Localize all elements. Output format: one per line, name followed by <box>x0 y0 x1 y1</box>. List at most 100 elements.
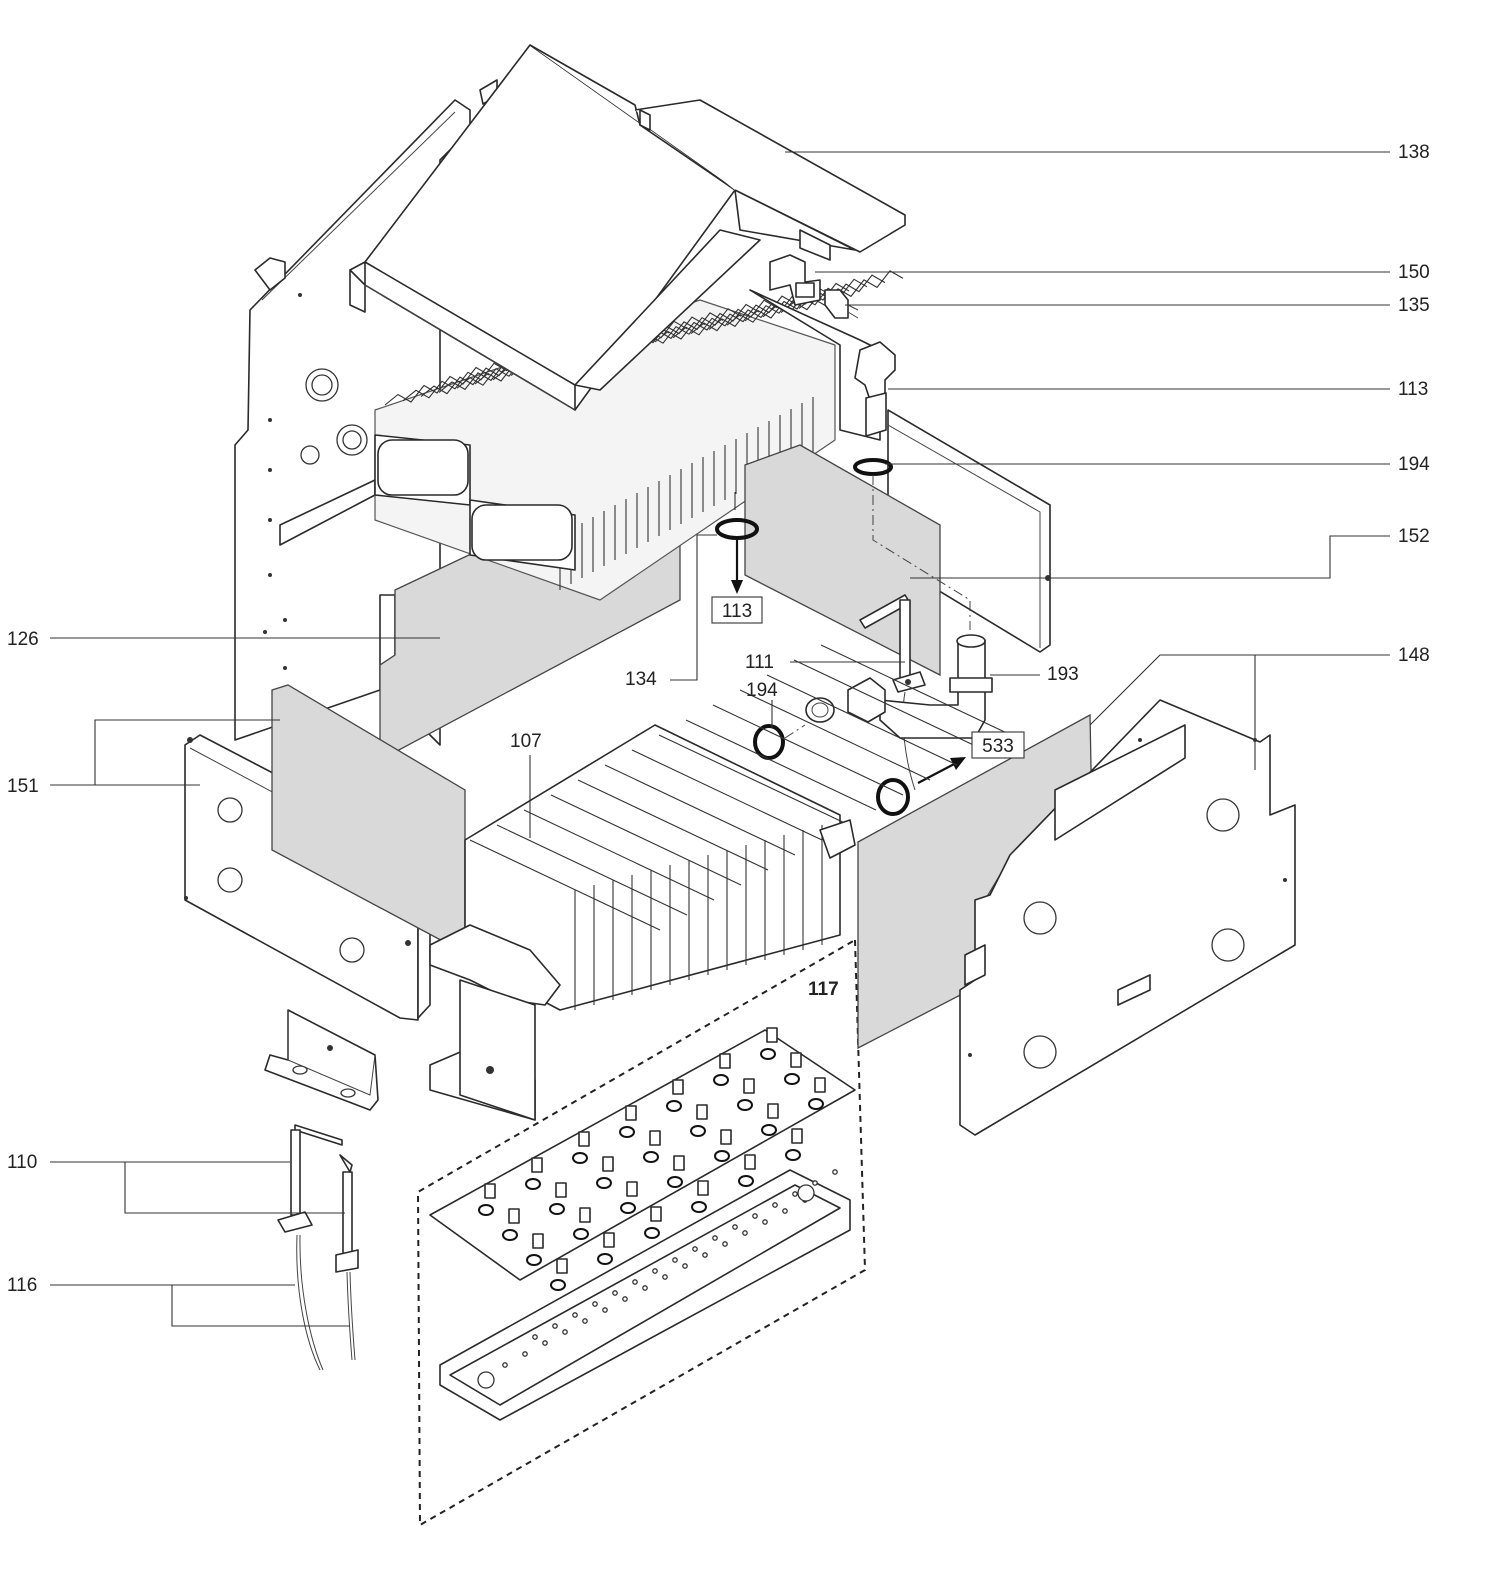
nozzle-seal <box>667 1176 683 1188</box>
nozzle-seal <box>526 1254 542 1266</box>
gasket-194-lower <box>753 724 785 760</box>
fin-row <box>523 809 715 901</box>
burner-hole <box>602 1307 608 1313</box>
nozzle-seal <box>573 1228 589 1240</box>
nozzle <box>719 1053 731 1069</box>
nozzle-seal <box>714 1150 730 1162</box>
callout-151: 151 <box>7 776 39 797</box>
nozzle <box>508 1208 520 1224</box>
nozzle <box>791 1128 803 1144</box>
burner-hole <box>662 1274 668 1280</box>
callout-193: 193 <box>1047 664 1079 685</box>
nozzle <box>603 1232 615 1248</box>
burner-hole <box>792 1191 798 1197</box>
nozzle <box>697 1180 709 1196</box>
nozzle <box>767 1103 779 1119</box>
burner-hole <box>612 1290 618 1296</box>
electrode-111 <box>859 594 926 791</box>
burner-hole <box>572 1312 578 1318</box>
mounting-bracket <box>264 1009 379 1111</box>
nozzle <box>602 1156 614 1172</box>
sensor-bracket-150 <box>769 254 821 306</box>
burner-hole <box>532 1334 538 1340</box>
fin-row <box>604 764 796 856</box>
nozzle-seal <box>502 1229 518 1241</box>
nozzle <box>673 1155 685 1171</box>
frame-rivets <box>263 293 302 670</box>
burner-hole <box>692 1246 698 1252</box>
burner-hole <box>632 1279 638 1285</box>
burner-hole <box>762 1219 768 1225</box>
electrode-pair-110 <box>277 1124 359 1273</box>
ref-box-533 <box>971 731 1025 759</box>
nozzle <box>579 1207 591 1223</box>
burner-hole <box>582 1318 588 1324</box>
nozzle-seal <box>761 1124 777 1136</box>
nozzle-seal <box>620 1202 636 1214</box>
burner-hole <box>712 1235 718 1241</box>
leader-lines <box>50 151 1390 1327</box>
sensor-135 <box>824 289 859 319</box>
fin-row <box>469 839 661 931</box>
fin-wave <box>654 303 760 343</box>
gasket-134 <box>715 518 759 540</box>
nozzle-seal <box>713 1074 729 1086</box>
right-insulation-152 <box>744 444 941 677</box>
burner-hole <box>592 1301 598 1307</box>
fin-row <box>685 719 877 811</box>
callout-110: 110 <box>7 1152 37 1173</box>
callout-126: 126 <box>7 629 39 650</box>
burner-hole <box>732 1224 738 1230</box>
nozzle <box>672 1079 684 1095</box>
nozzle-seal <box>596 1177 612 1189</box>
burner-hole <box>622 1296 628 1302</box>
callout-labels: 138 150 135 113 194 152 148 126 151 134 … <box>7 142 1430 1296</box>
nozzle-plate <box>429 1027 856 1291</box>
nozzle-seal <box>597 1253 613 1265</box>
right-side-frame-148 <box>959 699 1296 1136</box>
gasket-lower-right <box>876 778 910 816</box>
nozzle-seal <box>525 1178 541 1190</box>
ref-box-113 <box>711 596 763 624</box>
nozzle <box>696 1104 708 1120</box>
gasket-194-upper <box>853 458 893 476</box>
fin-row <box>712 704 904 796</box>
callout-135: 135 <box>1398 295 1430 316</box>
lower-heat-exchanger-107 <box>429 644 1012 1121</box>
callout-194-lower: 194 <box>746 680 778 701</box>
nozzle <box>625 1105 637 1121</box>
nozzle-seal <box>784 1073 800 1085</box>
burner-hole <box>502 1362 508 1368</box>
nozzle-seal <box>549 1203 565 1215</box>
nozzle <box>720 1129 732 1145</box>
nozzle-seal <box>785 1149 801 1161</box>
nozzle-seal <box>690 1125 706 1137</box>
callout-150: 150 <box>1398 262 1430 283</box>
burner-hole <box>702 1252 708 1258</box>
burner-hole <box>562 1329 568 1335</box>
nozzle <box>744 1154 756 1170</box>
burner-hole <box>832 1169 838 1175</box>
fin-row <box>658 734 850 826</box>
burner-hole <box>652 1268 658 1274</box>
fin-row <box>766 674 958 766</box>
callout-107: 107 <box>510 731 542 752</box>
nozzle <box>556 1258 568 1274</box>
callout-138: 138 <box>1398 142 1430 163</box>
callout-111: 111 <box>745 652 774 673</box>
callout-116: 116 <box>7 1275 37 1296</box>
fin-wave <box>402 362 508 402</box>
nozzle <box>743 1078 755 1094</box>
nozzle <box>650 1206 662 1222</box>
burner-hole <box>672 1257 678 1263</box>
burner-bar <box>439 1169 851 1421</box>
elbow-113 <box>854 341 896 437</box>
nozzle-seal <box>572 1152 588 1164</box>
burner-hole <box>752 1213 758 1219</box>
draft-hood <box>349 44 906 411</box>
nozzle <box>649 1130 661 1146</box>
fin-wave <box>384 366 490 406</box>
nozzle <box>814 1077 826 1093</box>
fin-row <box>793 659 985 751</box>
nozzle-seal <box>760 1048 776 1060</box>
